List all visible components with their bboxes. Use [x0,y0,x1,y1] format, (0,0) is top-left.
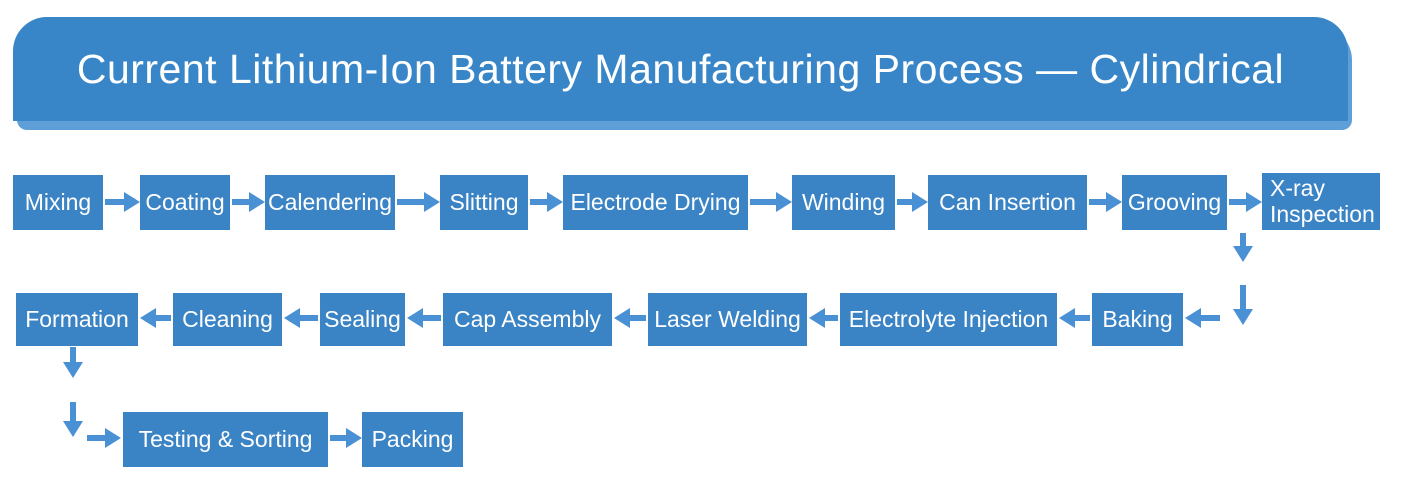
arrow-right-icon [397,199,424,205]
arrow-left-icon [423,315,441,321]
node-x-ray-inspection: X-ray Inspection [1262,173,1380,230]
arrow-right-icon [87,435,105,441]
node-laser-welding: Laser Welding [648,293,807,346]
node-mixing: Mixing [13,175,103,230]
node-sealing: Sealing [320,293,405,346]
arrow-left-icon [300,315,318,321]
node-coating: Coating [140,175,230,230]
arrow-right-icon [1089,199,1106,205]
arrow-right-icon [330,435,346,441]
node-formation: Formation [16,293,138,346]
node-baking: Baking [1092,293,1183,346]
arrow-down-icon [70,402,76,421]
arrow-left-icon [156,315,171,321]
arrow-left-icon [1201,315,1220,321]
node-electrolyte-injection: Electrolyte Injection [840,293,1057,346]
arrow-right-icon [897,199,912,205]
arrow-down-icon [1240,233,1246,246]
node-electrode-drying: Electrode Drying [563,175,748,230]
node-cap-assembly: Cap Assembly [443,293,612,346]
arrow-right-icon [1229,199,1246,205]
arrow-down-icon [70,347,76,362]
node-calendering: Calendering [265,175,395,230]
node-grooving: Grooving [1122,175,1227,230]
node-testing-sorting: Testing & Sorting [123,412,328,467]
arrow-down-icon [1240,285,1246,309]
arrow-right-icon [750,199,776,205]
node-can-insertion: Can Insertion [928,175,1087,230]
arrow-right-icon [105,199,124,205]
page-title: Current Lithium-Ion Battery Manufacturin… [76,45,1285,92]
title-banner: Current Lithium-Ion Battery Manufacturin… [13,17,1348,121]
arrow-right-icon [232,199,249,205]
node-packing: Packing [362,412,463,467]
arrow-left-icon [825,315,838,321]
node-cleaning: Cleaning [173,293,282,346]
node-slitting: Slitting [440,175,528,230]
arrow-right-icon [530,199,547,205]
arrow-left-icon [1075,315,1090,321]
node-winding: Winding [792,175,895,230]
arrow-left-icon [630,315,646,321]
